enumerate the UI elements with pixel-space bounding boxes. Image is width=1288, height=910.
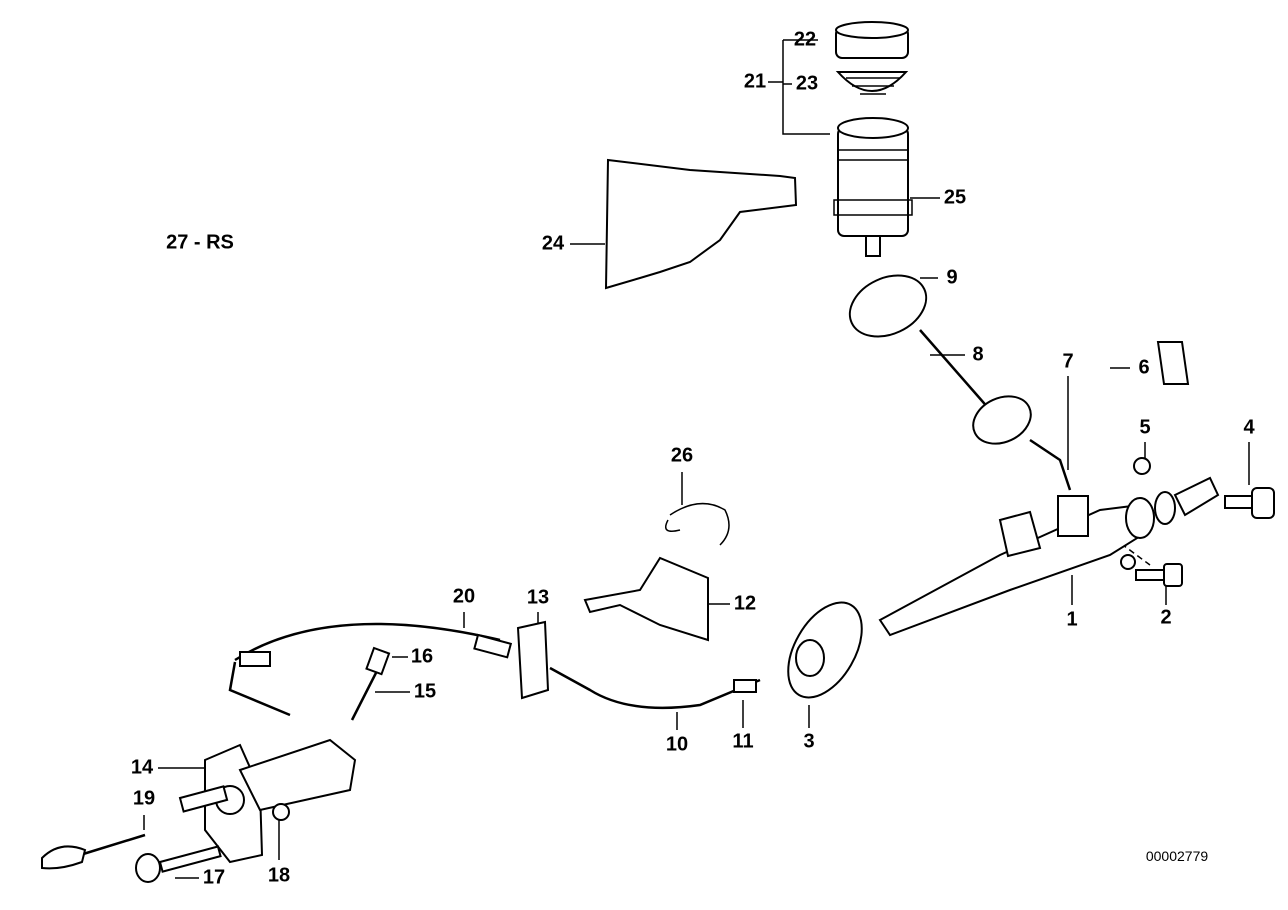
reservoir-strainer	[835, 71, 909, 95]
fitting-16	[365, 646, 391, 676]
reference-number: 00002779	[1145, 848, 1209, 864]
bolt-4	[1224, 487, 1275, 519]
callout-16[interactable]: 16	[410, 645, 434, 668]
callout-10[interactable]: 10	[665, 733, 689, 756]
fitting-11	[733, 679, 757, 693]
callout-18[interactable]: 18	[267, 864, 291, 887]
bolt-17	[135, 845, 222, 883]
callout-24[interactable]: 24	[541, 232, 565, 255]
callout-20[interactable]: 20	[452, 585, 476, 608]
callout-2[interactable]: 2	[1160, 606, 1172, 629]
callout-15[interactable]: 15	[413, 680, 437, 703]
bracket-24	[604, 158, 798, 290]
bolt-2	[1120, 554, 1183, 587]
reservoir-cap	[835, 21, 909, 59]
callout-12[interactable]: 12	[733, 592, 757, 615]
callout-3[interactable]: 3	[803, 730, 815, 753]
callout-8[interactable]: 8	[972, 343, 984, 366]
nut-5	[1133, 457, 1151, 475]
boot-3	[787, 601, 863, 699]
callout-6[interactable]: 6	[1138, 356, 1150, 379]
callout-19[interactable]: 19	[132, 787, 156, 810]
hose-fitting	[239, 651, 271, 667]
callout-22[interactable]: 22	[793, 28, 817, 51]
callout-23[interactable]: 23	[795, 72, 819, 95]
callout-25[interactable]: 25	[943, 186, 967, 209]
callout-13[interactable]: 13	[526, 586, 550, 609]
callout-4[interactable]: 4	[1243, 416, 1255, 439]
callout-26[interactable]: 26	[670, 444, 694, 467]
bracket-12	[583, 556, 709, 642]
bracket-13	[516, 620, 550, 700]
hose-8	[848, 274, 1072, 491]
callout-17[interactable]: 17	[202, 866, 226, 889]
callout-7[interactable]: 7	[1062, 350, 1074, 373]
callout-14[interactable]: 14	[130, 756, 154, 779]
callout-1[interactable]: 1	[1066, 608, 1078, 631]
master-cylinder	[878, 476, 1220, 637]
clip-26	[665, 502, 730, 546]
line-10	[549, 666, 761, 710]
callout-9[interactable]: 9	[946, 266, 958, 289]
hose-15	[350, 664, 382, 721]
pushrod-19	[41, 833, 146, 870]
callout-5[interactable]: 5	[1139, 416, 1151, 439]
callout-21[interactable]: 21	[743, 70, 767, 93]
nut-18	[272, 803, 290, 821]
clip-6	[1156, 341, 1190, 385]
hose-fitting-20	[473, 633, 513, 659]
callout-11[interactable]: 11	[732, 730, 754, 753]
slave-cylinder	[178, 738, 357, 864]
group-label: 27 - RS	[166, 231, 234, 254]
reservoir	[833, 117, 913, 257]
line-20	[228, 622, 501, 717]
